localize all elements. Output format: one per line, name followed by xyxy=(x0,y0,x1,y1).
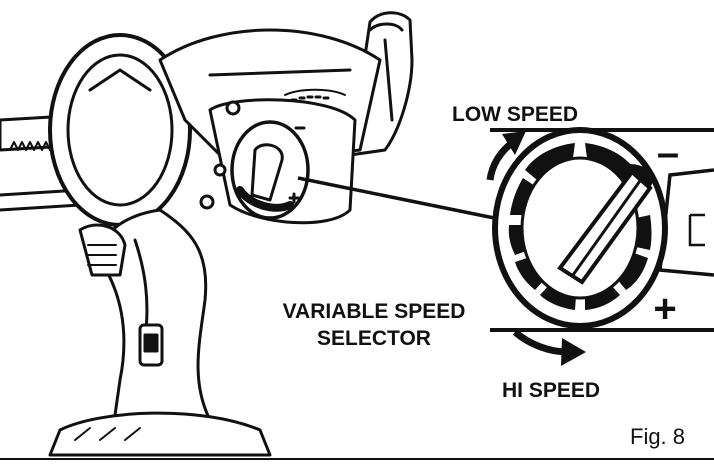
caulk-gun-illustration xyxy=(0,11,414,457)
low-speed-label: LOW SPEED xyxy=(452,103,578,126)
curved-arrow-up-icon xyxy=(486,131,526,181)
selector-leader-line xyxy=(297,176,505,222)
dial-lever xyxy=(557,164,655,285)
selector-label-line2: SELECTOR xyxy=(317,327,431,350)
curved-arrow-down-icon xyxy=(512,329,586,366)
selector-label-line1: VARIABLE SPEED xyxy=(283,300,466,323)
speed-dial-detail: – + xyxy=(490,127,714,332)
hi-speed-label: HI SPEED xyxy=(502,379,600,402)
figure-label: Fig. 8 xyxy=(630,424,685,449)
minus-sign: – xyxy=(657,131,679,175)
plus-sign: + xyxy=(653,287,676,331)
dial-segments xyxy=(508,143,652,310)
